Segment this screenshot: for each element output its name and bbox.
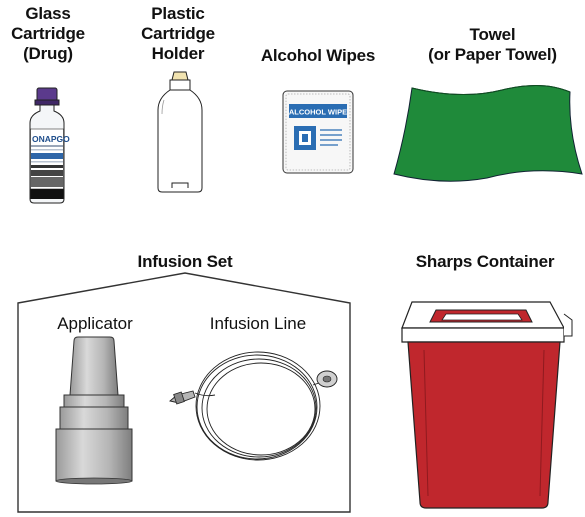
applicator-illustration	[55, 336, 133, 485]
towel-label-line2: (or Paper Towel)	[428, 45, 557, 64]
towel-illustration	[393, 84, 583, 182]
glass-cartridge-label-line2: Cartridge	[11, 24, 85, 43]
infusion-line-illustration	[169, 351, 338, 461]
infusion-set-title: Infusion Set	[110, 252, 260, 272]
infusion-line-label: Infusion Line	[209, 314, 307, 333]
glass-cartridge-label-line1: Glass	[25, 4, 71, 23]
sharps-container-label-text: Sharps Container	[415, 252, 555, 271]
plastic-holder-label-line1: Plastic	[151, 4, 205, 23]
alcohol-wipe-illustration: ALCOHOL WIPE	[282, 90, 354, 174]
applicator-label: Applicator	[57, 314, 133, 333]
glass-cartridge-label-line3: (Drug)	[23, 44, 73, 63]
towel-label: Towel (or Paper Towel)	[400, 25, 585, 65]
plastic-holder-illustration	[157, 71, 203, 193]
alcohol-wipes-label: Alcohol Wipes	[248, 46, 388, 66]
plastic-holder-label: Plastic Cartridge Holder	[128, 4, 228, 64]
glass-cartridge-illustration: ONAPGO	[29, 87, 70, 204]
infusion-set-title-text: Infusion Set	[137, 252, 233, 271]
sharps-container-illustration	[401, 301, 573, 509]
sharps-container-label: Sharps Container	[395, 252, 575, 272]
alcohol-wipes-label-line1: Alcohol Wipes	[260, 46, 376, 65]
plastic-holder-label-line3: Holder	[151, 44, 205, 63]
cartridge-brand-text: ONAPGO	[32, 134, 70, 144]
glass-cartridge-label: Glass Cartridge (Drug)	[2, 4, 94, 64]
towel-label-line1: Towel	[469, 25, 516, 44]
wipe-pad-text: ALCOHOL WIPE	[289, 108, 347, 117]
plastic-holder-label-line2: Cartridge	[141, 24, 215, 43]
